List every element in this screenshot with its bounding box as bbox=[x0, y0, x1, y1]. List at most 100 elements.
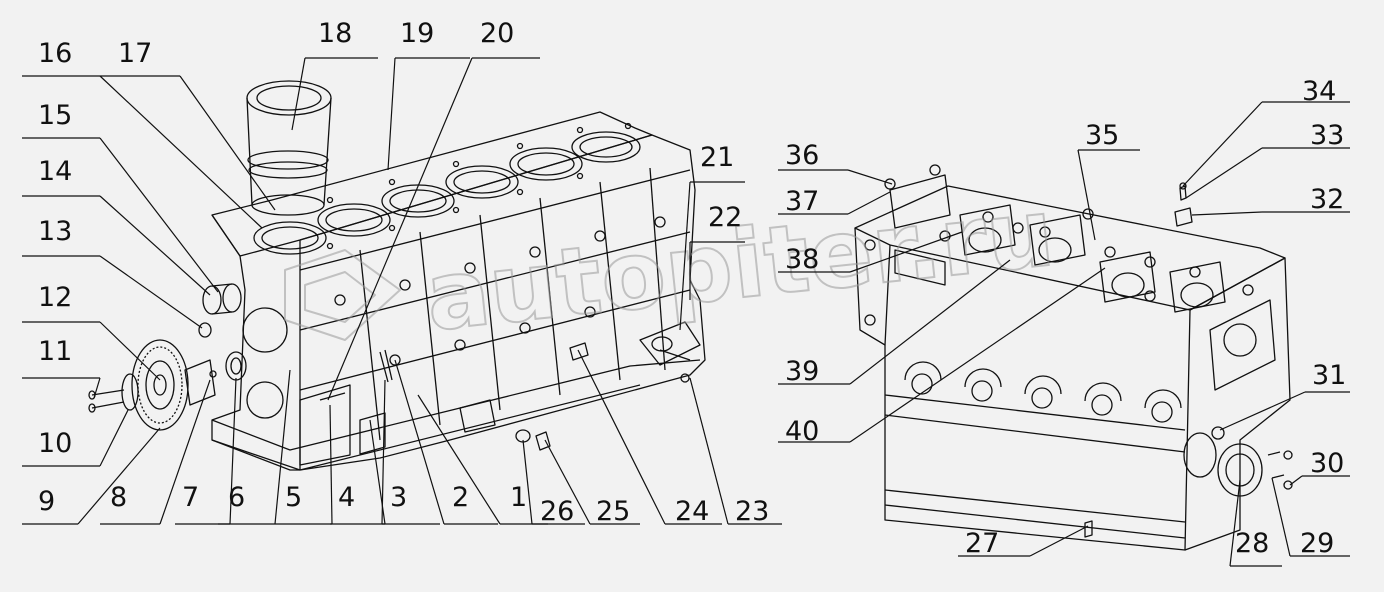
callout-34: 34 bbox=[1182, 76, 1350, 187]
callout-label-2: 2 bbox=[452, 482, 469, 513]
callout-leader bbox=[329, 404, 333, 525]
callout-leader bbox=[1077, 149, 1096, 241]
callout-38: 38 bbox=[778, 231, 963, 275]
callout-15: 15 bbox=[22, 100, 219, 293]
callout-leader bbox=[577, 349, 666, 525]
callout-label-17: 17 bbox=[118, 38, 152, 69]
callout-leader bbox=[847, 191, 891, 215]
callout-label-39: 39 bbox=[785, 356, 819, 387]
callout-25: 25 bbox=[544, 439, 640, 527]
callout-label-36: 36 bbox=[785, 140, 819, 171]
bushing bbox=[202, 283, 242, 315]
callout-6: 6 bbox=[218, 369, 291, 525]
callout-label-28: 28 bbox=[1235, 528, 1269, 559]
callout-leader bbox=[369, 419, 386, 525]
callout-label-11: 11 bbox=[38, 336, 72, 367]
callout-label-18: 18 bbox=[318, 18, 352, 49]
callout-leader bbox=[387, 57, 396, 171]
callout-14: 14 bbox=[22, 156, 211, 296]
callout-label-20: 20 bbox=[480, 18, 514, 49]
callout-leader bbox=[93, 377, 101, 399]
cam-bushing bbox=[225, 351, 247, 381]
callout-label-9: 9 bbox=[38, 486, 55, 517]
callout-27: 27 bbox=[958, 525, 1089, 559]
callout-label-7: 7 bbox=[182, 482, 199, 513]
callout-label-1: 1 bbox=[510, 482, 527, 513]
watermark-logo bbox=[284, 249, 401, 341]
callout-label-30: 30 bbox=[1310, 448, 1344, 479]
callout-29: 29 bbox=[1271, 477, 1350, 559]
callout-leader bbox=[522, 439, 533, 525]
callout-21: 21 bbox=[679, 142, 745, 331]
callout-leader bbox=[159, 379, 211, 525]
callout-label-21: 21 bbox=[700, 142, 734, 173]
callout-7: 7 bbox=[175, 377, 237, 525]
callout-label-6: 6 bbox=[228, 482, 245, 513]
callout-label-33: 33 bbox=[1310, 120, 1344, 151]
callout-40: 40 bbox=[778, 267, 1106, 447]
callout-leader bbox=[1229, 479, 1241, 567]
callout-18: 18 bbox=[291, 18, 378, 131]
callout-leader bbox=[99, 255, 203, 329]
callout-label-38: 38 bbox=[785, 244, 819, 275]
callout-17: 17 bbox=[100, 38, 276, 211]
callout-36: 36 bbox=[778, 140, 893, 185]
callout-label-35: 35 bbox=[1085, 120, 1119, 151]
callout-leader bbox=[179, 75, 276, 211]
callout-2: 2 bbox=[394, 359, 498, 525]
callout-37: 37 bbox=[778, 186, 891, 217]
callout-leader bbox=[849, 231, 963, 273]
callout-leader bbox=[229, 377, 237, 525]
callout-label-40: 40 bbox=[785, 416, 819, 447]
callout-leader bbox=[1271, 477, 1291, 557]
right-engine-block bbox=[854, 164, 1293, 551]
callout-leader bbox=[849, 267, 1106, 443]
callout-leader bbox=[327, 57, 473, 401]
callout-31: 31 bbox=[1219, 360, 1350, 431]
callout-10: 10 bbox=[22, 409, 129, 467]
callout-leader bbox=[381, 379, 386, 525]
callout-12: 12 bbox=[22, 282, 161, 381]
callout-11: 11 bbox=[22, 336, 101, 399]
callout-leader bbox=[417, 394, 501, 525]
callout-label-10: 10 bbox=[38, 428, 72, 459]
callout-label-14: 14 bbox=[38, 156, 72, 187]
callout-label-22: 22 bbox=[708, 202, 742, 233]
callout-13: 13 bbox=[22, 216, 203, 329]
callout-leader bbox=[544, 439, 591, 525]
callout-leader bbox=[99, 195, 211, 296]
callout-label-25: 25 bbox=[596, 496, 630, 527]
jet-fittings bbox=[319, 342, 589, 401]
callout-33: 33 bbox=[1185, 120, 1350, 199]
callout-28: 28 bbox=[1229, 479, 1282, 567]
callout-9: 9 bbox=[22, 427, 161, 525]
callout-8: 8 bbox=[100, 379, 211, 525]
callout-30: 30 bbox=[1289, 448, 1350, 486]
cylinder-liner bbox=[246, 80, 332, 216]
callout-35: 35 bbox=[1077, 120, 1140, 241]
callout-leader bbox=[1191, 211, 1263, 216]
left-engine-block bbox=[211, 111, 706, 471]
callout-32: 32 bbox=[1191, 184, 1350, 216]
callout-leader bbox=[847, 169, 893, 185]
callout-leader bbox=[689, 377, 729, 525]
callout-leader bbox=[99, 321, 161, 381]
callout-23: 23 bbox=[689, 377, 782, 527]
callout-leader bbox=[679, 181, 691, 331]
callout-label-8: 8 bbox=[110, 482, 127, 513]
callout-24: 24 bbox=[577, 349, 722, 527]
callout-16: 16 bbox=[22, 38, 263, 229]
callout-leader bbox=[1219, 391, 1306, 431]
callout-4: 4 bbox=[330, 419, 386, 525]
callout-leader bbox=[1185, 147, 1263, 199]
callout-leader bbox=[99, 75, 263, 229]
callout-label-26: 26 bbox=[540, 496, 574, 527]
callout-19: 19 bbox=[387, 18, 470, 171]
callout-label-4: 4 bbox=[338, 482, 355, 513]
callout-1: 1 bbox=[417, 394, 548, 525]
callout-label-23: 23 bbox=[735, 496, 769, 527]
thrust-plate bbox=[88, 373, 139, 413]
callout-leader bbox=[394, 359, 445, 525]
